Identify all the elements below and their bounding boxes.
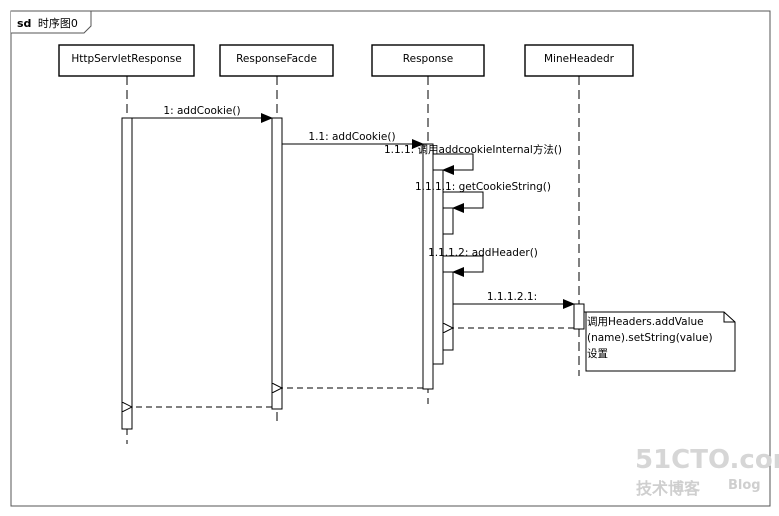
- note-line: 调用Headers.addValue: [587, 316, 704, 328]
- frame-keyword: sd: [17, 17, 31, 30]
- message-1-1-1-1: 1.1.1.1: getCookieString(): [415, 181, 551, 213]
- watermark-subtitle: 技术博客: [636, 479, 701, 498]
- activation-bar-httpservletresponse: [121, 117, 133, 430]
- activation-bar-response-nested-1: [432, 169, 444, 365]
- activation-bar-responsefacde: [271, 117, 283, 410]
- note-line: (name).setString(value): [587, 332, 713, 344]
- message-1: 1: addCookie(): [132, 105, 273, 123]
- message-label: 1.1.1: 调用addcookieInternal方法(): [384, 143, 562, 156]
- svg-text:sd 时序图0: sd 时序图0: [17, 16, 78, 30]
- message-1-1: 1.1: addCookie(): [282, 131, 424, 149]
- message-label: 1.1.1.2: addHeader(): [428, 247, 538, 259]
- lifeline-name: ResponseFacde: [236, 53, 317, 65]
- message-label: 1.1.1.1: getCookieString(): [415, 181, 551, 193]
- activation-bar-mineheadedr: [573, 303, 585, 330]
- message-label: 1.1: addCookie(): [308, 131, 395, 143]
- message-1-1-1-2: 1.1.1.2: addHeader(): [428, 247, 538, 277]
- activation-bar-response-nested-2: [442, 207, 454, 235]
- note: 调用Headers.addValue (name).setString(valu…: [584, 311, 736, 372]
- lifeline-name: Response: [403, 53, 453, 65]
- message-label: 1: addCookie(): [163, 105, 240, 117]
- note-line: 设置: [587, 348, 608, 360]
- lifeline-mineheadedr: MineHeadedr: [524, 44, 634, 376]
- frame-title: 时序图0: [38, 16, 78, 30]
- diagram-frame: sd 时序图0: [10, 10, 771, 507]
- message-1-1-1-2-1: 1.1.1.2.1:: [453, 291, 575, 309]
- lifeline-response: Response: [371, 44, 485, 404]
- watermark-logo: 51CTO.com 技术博客 Blog: [635, 445, 779, 498]
- lifeline-name: HttpServletResponse: [71, 53, 181, 65]
- lifeline-name: MineHeadedr: [544, 53, 615, 65]
- message-label: 1.1.1.2.1:: [487, 291, 537, 303]
- activation-bar-response-nested-3: [442, 271, 454, 351]
- watermark-blog: Blog: [728, 478, 761, 493]
- watermark-site: 51CTO.com: [635, 445, 779, 475]
- message-1-1-1: 1.1.1: 调用addcookieInternal方法(): [384, 143, 562, 175]
